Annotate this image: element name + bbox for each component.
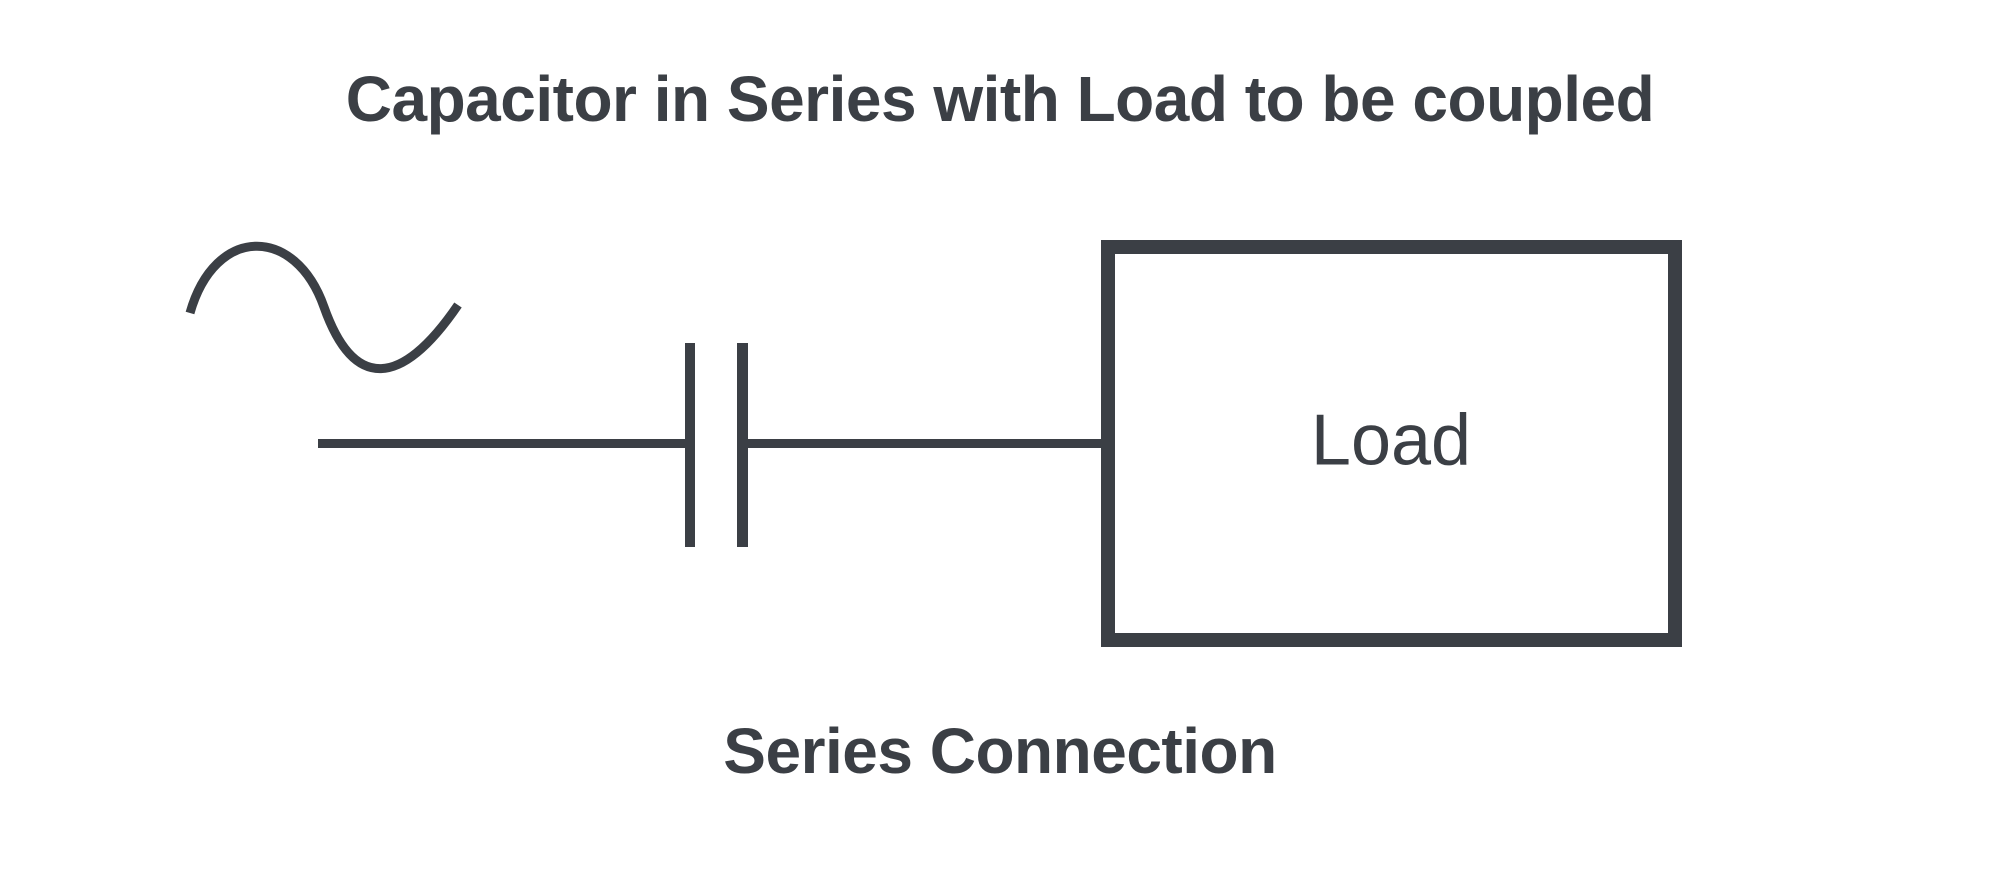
load-box — [1101, 240, 1682, 647]
sine-wave-icon — [185, 241, 462, 374]
capacitor-plate-right — [737, 343, 748, 547]
capacitor-icon — [685, 343, 748, 547]
diagram-caption: Series Connection — [723, 715, 1277, 787]
capacitor-plate-left — [685, 343, 695, 547]
load-label: Load — [1310, 400, 1472, 481]
diagram-title: Capacitor in Series with Load to be coup… — [345, 63, 1655, 135]
